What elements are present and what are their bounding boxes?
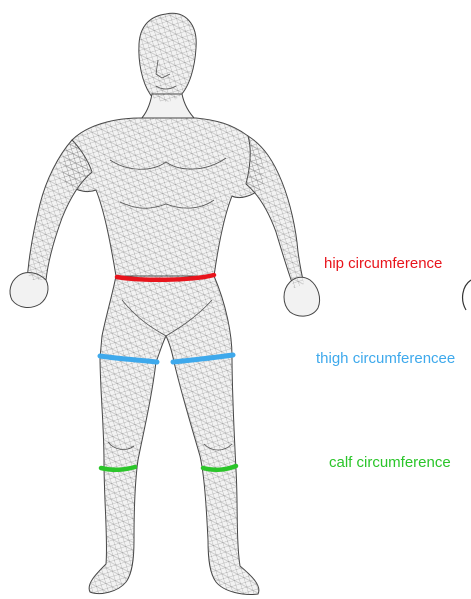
- thigh-circumference-label: thigh circumferencee: [316, 351, 455, 366]
- mesh-texture: [28, 13, 304, 594]
- hip-circumference-label: hip circumference: [324, 256, 442, 271]
- calf-circumference-label: calf circumference: [329, 455, 451, 470]
- calf-band-left: [101, 467, 135, 470]
- edge-curve-fragment: [463, 280, 471, 310]
- human-body-mesh: [10, 13, 320, 594]
